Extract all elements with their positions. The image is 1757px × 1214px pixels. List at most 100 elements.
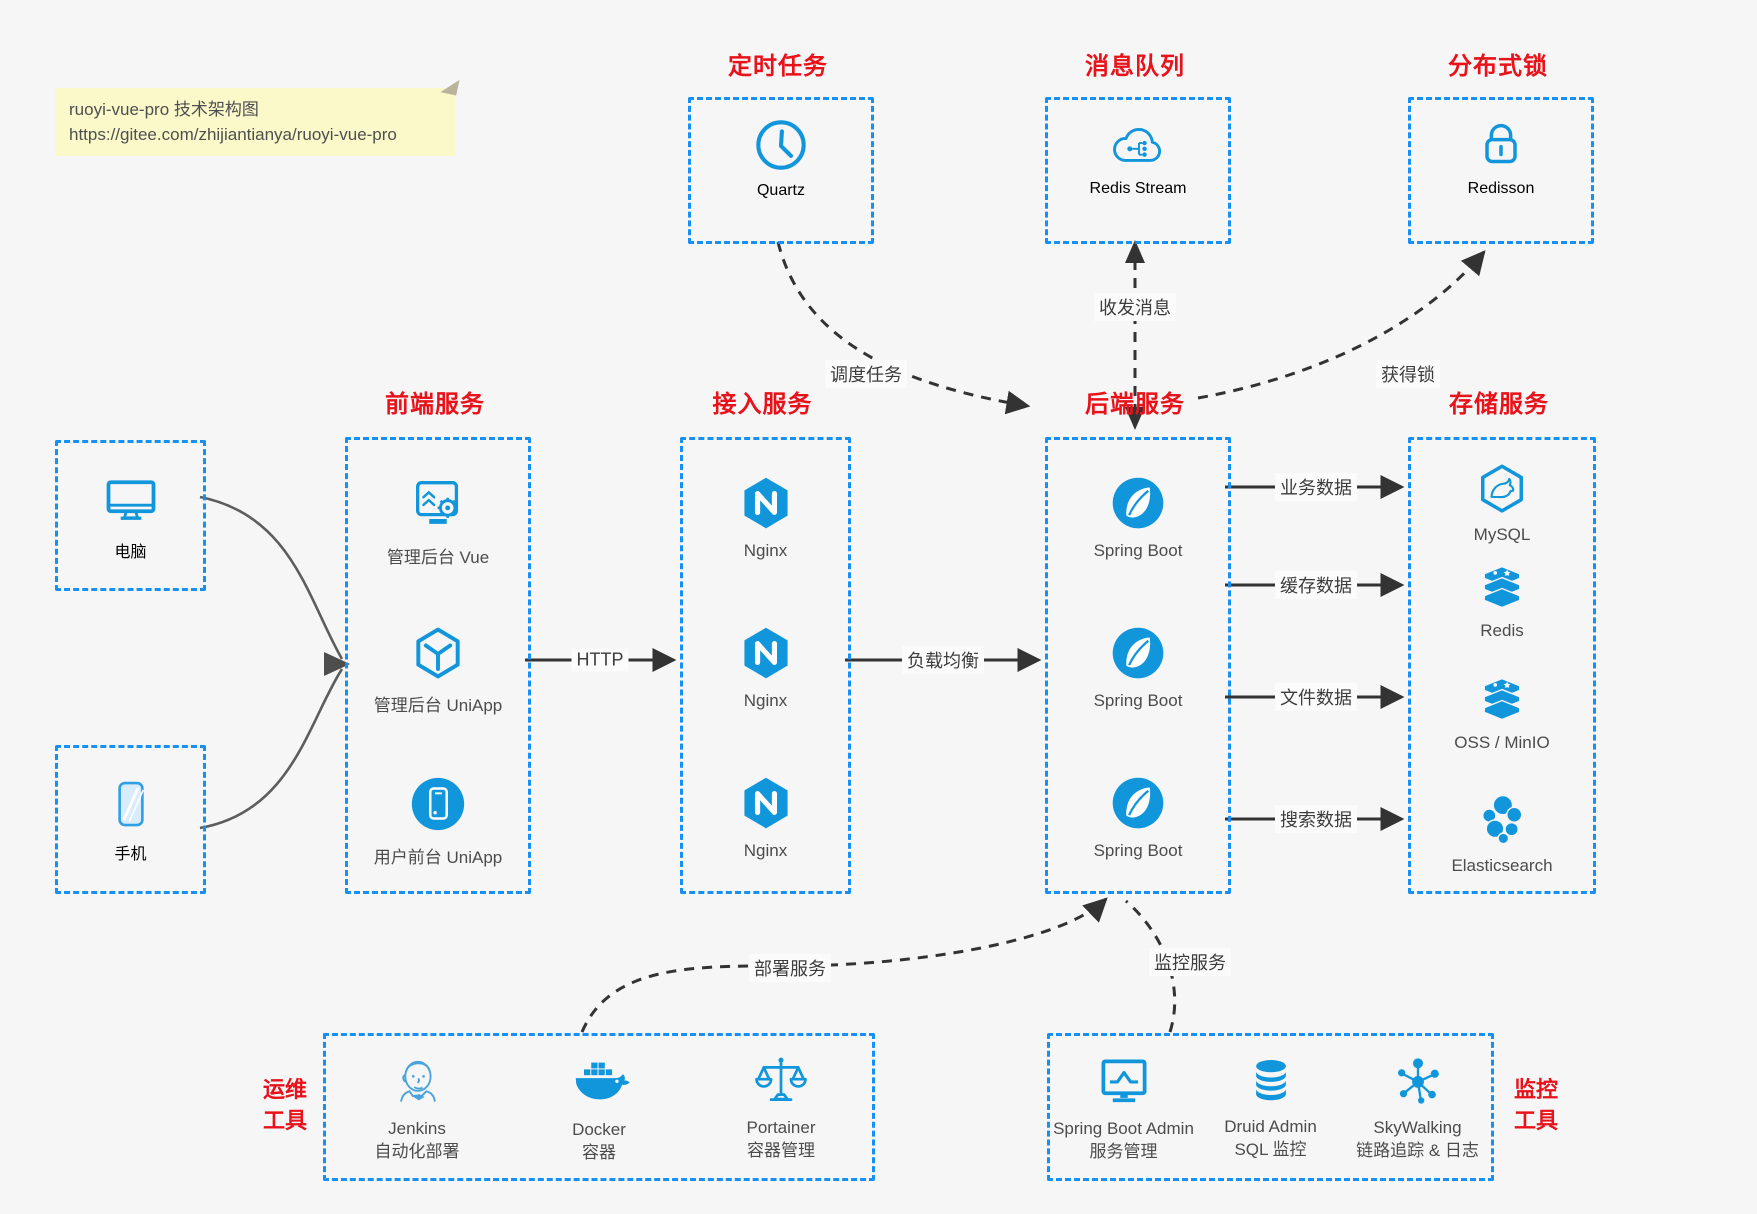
spring-boot-icon xyxy=(1108,473,1168,533)
node-label: MySQL xyxy=(1473,525,1531,544)
group-title-ops-tools: 运维 工具 xyxy=(262,1077,307,1133)
elasticsearch-icon xyxy=(1474,792,1530,848)
node-label: Nginx xyxy=(743,841,788,860)
spring-boot-icon xyxy=(1108,773,1168,833)
phone-icon xyxy=(103,776,159,832)
clock-icon xyxy=(752,116,810,174)
uniapp-cube-icon xyxy=(408,623,468,683)
jenkins-icon xyxy=(387,1051,447,1111)
group-title-monitor-tools: 监控 工具 xyxy=(1513,1077,1558,1133)
node-elasticsearch: Elasticsearch xyxy=(1411,792,1593,876)
edge-desktop-to-frontend xyxy=(199,495,344,660)
node-spring-boot-2: Spring Boot xyxy=(1048,623,1228,711)
database-icon xyxy=(1243,1053,1299,1109)
node-label: 用户前台 UniApp xyxy=(373,848,503,867)
desktop-icon xyxy=(101,470,161,530)
column-title-frontend: 前端服务 xyxy=(385,391,485,418)
box-frontend-services: 管理后台 Vue 管理后台 UniApp 用户前台 UniApp xyxy=(345,437,531,894)
node-label: 管理后台 Vue xyxy=(386,548,490,567)
node-label: Spring Boot xyxy=(1093,691,1183,710)
lock-icon xyxy=(1473,116,1529,172)
box-backend-services: Spring Boot Spring Boot Spring Boot xyxy=(1045,437,1231,894)
node-redisson: Redisson xyxy=(1411,100,1591,198)
edge-phone-to-frontend xyxy=(199,668,344,830)
node-label: 管理后台 UniApp xyxy=(373,696,503,715)
group-title-message-queue: 消息队列 xyxy=(1085,53,1185,80)
edge-label-cache-data: 缓存数据 xyxy=(1275,571,1357,599)
node-label: Nginx xyxy=(743,691,788,710)
box-message-queue: Redis Stream xyxy=(1045,97,1231,244)
uniapp-app-icon xyxy=(407,773,469,835)
node-sublabel: 服务管理 xyxy=(1089,1142,1158,1161)
note-url: https://gitee.com/zhijiantianya/ruoyi-vu… xyxy=(69,125,397,144)
edge-deploy-service xyxy=(580,897,1108,1033)
group-title-scheduled-task: 定时任务 xyxy=(728,53,828,80)
node-sublabel: SQL 监控 xyxy=(1234,1140,1307,1159)
box-phone-device: 手机 xyxy=(55,745,206,894)
edge-label-http: HTTP xyxy=(571,648,629,672)
mysql-icon xyxy=(1474,461,1530,517)
sticky-note: ruoyi-vue-pro 技术架构图 https://gitee.com/zh… xyxy=(55,76,460,156)
node-nginx-3: Nginx xyxy=(683,773,848,861)
redis-icon xyxy=(1475,559,1529,613)
node-label: Elasticsearch xyxy=(1451,856,1553,875)
node-label: SkyWalking xyxy=(1373,1118,1462,1137)
note-title: ruoyi-vue-pro 技术架构图 xyxy=(69,100,259,119)
node-label: 手机 xyxy=(114,845,147,863)
node-label: Docker xyxy=(572,1120,626,1139)
column-title-storage: 存储服务 xyxy=(1449,391,1549,418)
node-admin-uniapp: 管理后台 UniApp xyxy=(348,623,528,716)
note-fold-corner xyxy=(440,76,460,96)
box-gateway-services: Nginx Nginx Nginx xyxy=(680,437,851,894)
box-desktop-device: 电脑 xyxy=(55,440,206,591)
edge-label-load-balance: 负载均衡 xyxy=(902,646,984,674)
node-nginx-1: Nginx xyxy=(683,473,848,561)
edge-label-deploy: 部署服务 xyxy=(749,954,831,982)
node-spring-boot-1: Spring Boot xyxy=(1048,473,1228,561)
node-label: Redis xyxy=(1480,621,1524,640)
node-label: Redis Stream xyxy=(1089,180,1187,197)
node-admin-vue: 管理后台 Vue xyxy=(348,473,528,568)
edge-label-business-data: 业务数据 xyxy=(1275,473,1357,501)
node-label: Portainer xyxy=(746,1118,816,1137)
node-label: Spring Boot xyxy=(1093,541,1183,560)
edge-acquire-lock xyxy=(1197,250,1486,400)
edge-label-monitor: 监控服务 xyxy=(1149,948,1231,976)
node-label: Jenkins xyxy=(388,1119,446,1138)
node-spring-boot-admin: Spring Boot Admin 服务管理 xyxy=(1050,1051,1197,1163)
node-label: Spring Boot Admin xyxy=(1053,1119,1194,1138)
node-quartz: Quartz xyxy=(691,100,871,200)
node-label: Druid Admin xyxy=(1224,1117,1317,1136)
node-redis: Redis xyxy=(1411,559,1593,641)
admin-vue-icon xyxy=(407,473,469,535)
spring-boot-icon xyxy=(1108,623,1168,683)
node-phone: 手机 xyxy=(58,748,203,891)
monitor-chart-icon xyxy=(1094,1051,1154,1111)
network-graph-icon xyxy=(1389,1052,1447,1110)
node-user-uniapp: 用户前台 UniApp xyxy=(348,773,528,868)
edge-label-file-data: 文件数据 xyxy=(1275,683,1357,711)
scales-icon xyxy=(752,1052,810,1110)
box-scheduled-task: Quartz xyxy=(688,97,874,244)
node-label: 电脑 xyxy=(114,543,147,561)
node-sublabel: 链路追踪 & 日志 xyxy=(1356,1141,1479,1160)
edge-label-schedule: 调度任务 xyxy=(825,360,907,388)
column-title-gateway: 接入服务 xyxy=(712,391,813,418)
group-title-distributed-lock: 分布式锁 xyxy=(1448,53,1548,80)
cloud-network-icon xyxy=(1107,116,1169,172)
node-desktop: 电脑 xyxy=(58,443,203,588)
nginx-icon xyxy=(736,773,796,833)
node-label: Nginx xyxy=(743,541,788,560)
node-spring-boot-3: Spring Boot xyxy=(1048,773,1228,861)
oss-minio-icon xyxy=(1475,671,1529,725)
box-distributed-lock: Redisson xyxy=(1408,97,1594,244)
edge-label-message: 收发消息 xyxy=(1094,293,1176,321)
column-title-backend: 后端服务 xyxy=(1085,391,1185,418)
